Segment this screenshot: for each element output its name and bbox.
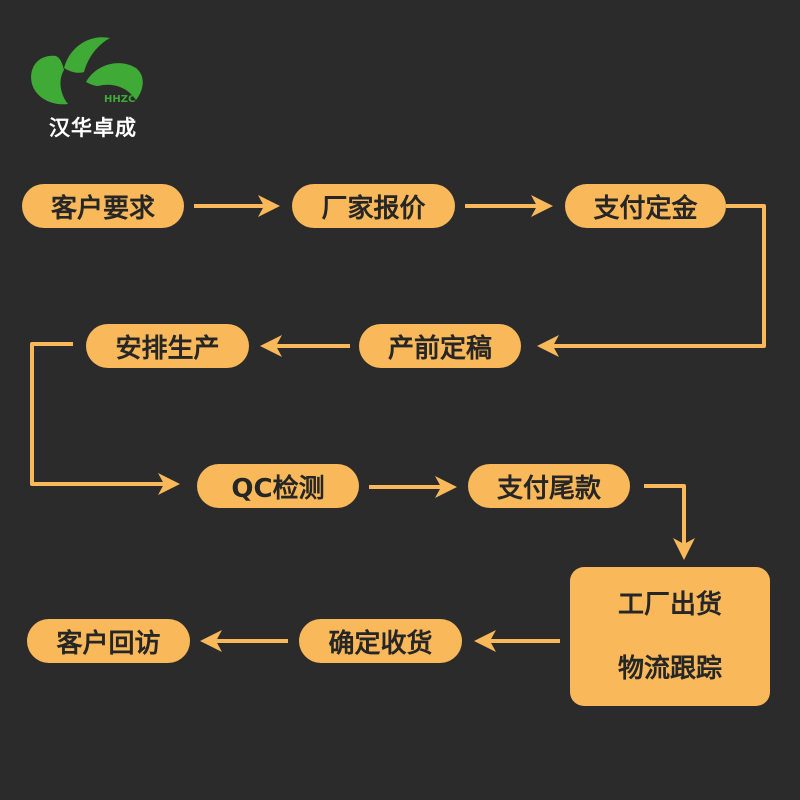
arrow-s5-s6 xyxy=(30,342,170,486)
step-arrange-production: 安排生产 xyxy=(86,324,249,368)
leaf-logo-icon: HHZC xyxy=(31,37,143,105)
arrowhead-right xyxy=(531,195,553,217)
step-logistics-tracking: 物流跟踪 xyxy=(617,653,722,684)
arrowhead-right xyxy=(435,476,457,498)
step-customer-request: 客户要求 xyxy=(22,184,184,228)
step-preproduction-approval: 产前定稿 xyxy=(359,324,521,368)
step-ship-and-track: 工厂出货 物流跟踪 xyxy=(570,567,770,706)
arrowhead-right xyxy=(158,473,180,495)
logo-text: HHZC xyxy=(104,94,135,105)
arrowhead-left xyxy=(200,630,222,652)
arrow-s3-s4 xyxy=(547,204,766,348)
step-pay-deposit: 支付定金 xyxy=(565,184,726,228)
arrowhead-right xyxy=(258,195,280,217)
arrowhead-left xyxy=(474,630,496,652)
step-qc-inspection: QC检测 xyxy=(197,464,359,508)
arrowhead-down xyxy=(673,538,695,560)
step-pay-balance: 支付尾款 xyxy=(468,464,630,508)
arrowhead-left xyxy=(537,335,559,357)
brand-name: 汉华卓成 xyxy=(49,116,137,140)
step-confirm-receipt: 确定收货 xyxy=(299,619,462,663)
arrowhead-left xyxy=(260,335,282,357)
step-factory-shipment: 工厂出货 xyxy=(617,589,722,620)
arrow-s7-s8 xyxy=(644,484,686,552)
step-factory-quote: 厂家报价 xyxy=(292,184,455,228)
step-customer-followup: 客户回访 xyxy=(27,619,190,663)
brand-logo: HHZC 汉华卓成 xyxy=(24,28,154,148)
